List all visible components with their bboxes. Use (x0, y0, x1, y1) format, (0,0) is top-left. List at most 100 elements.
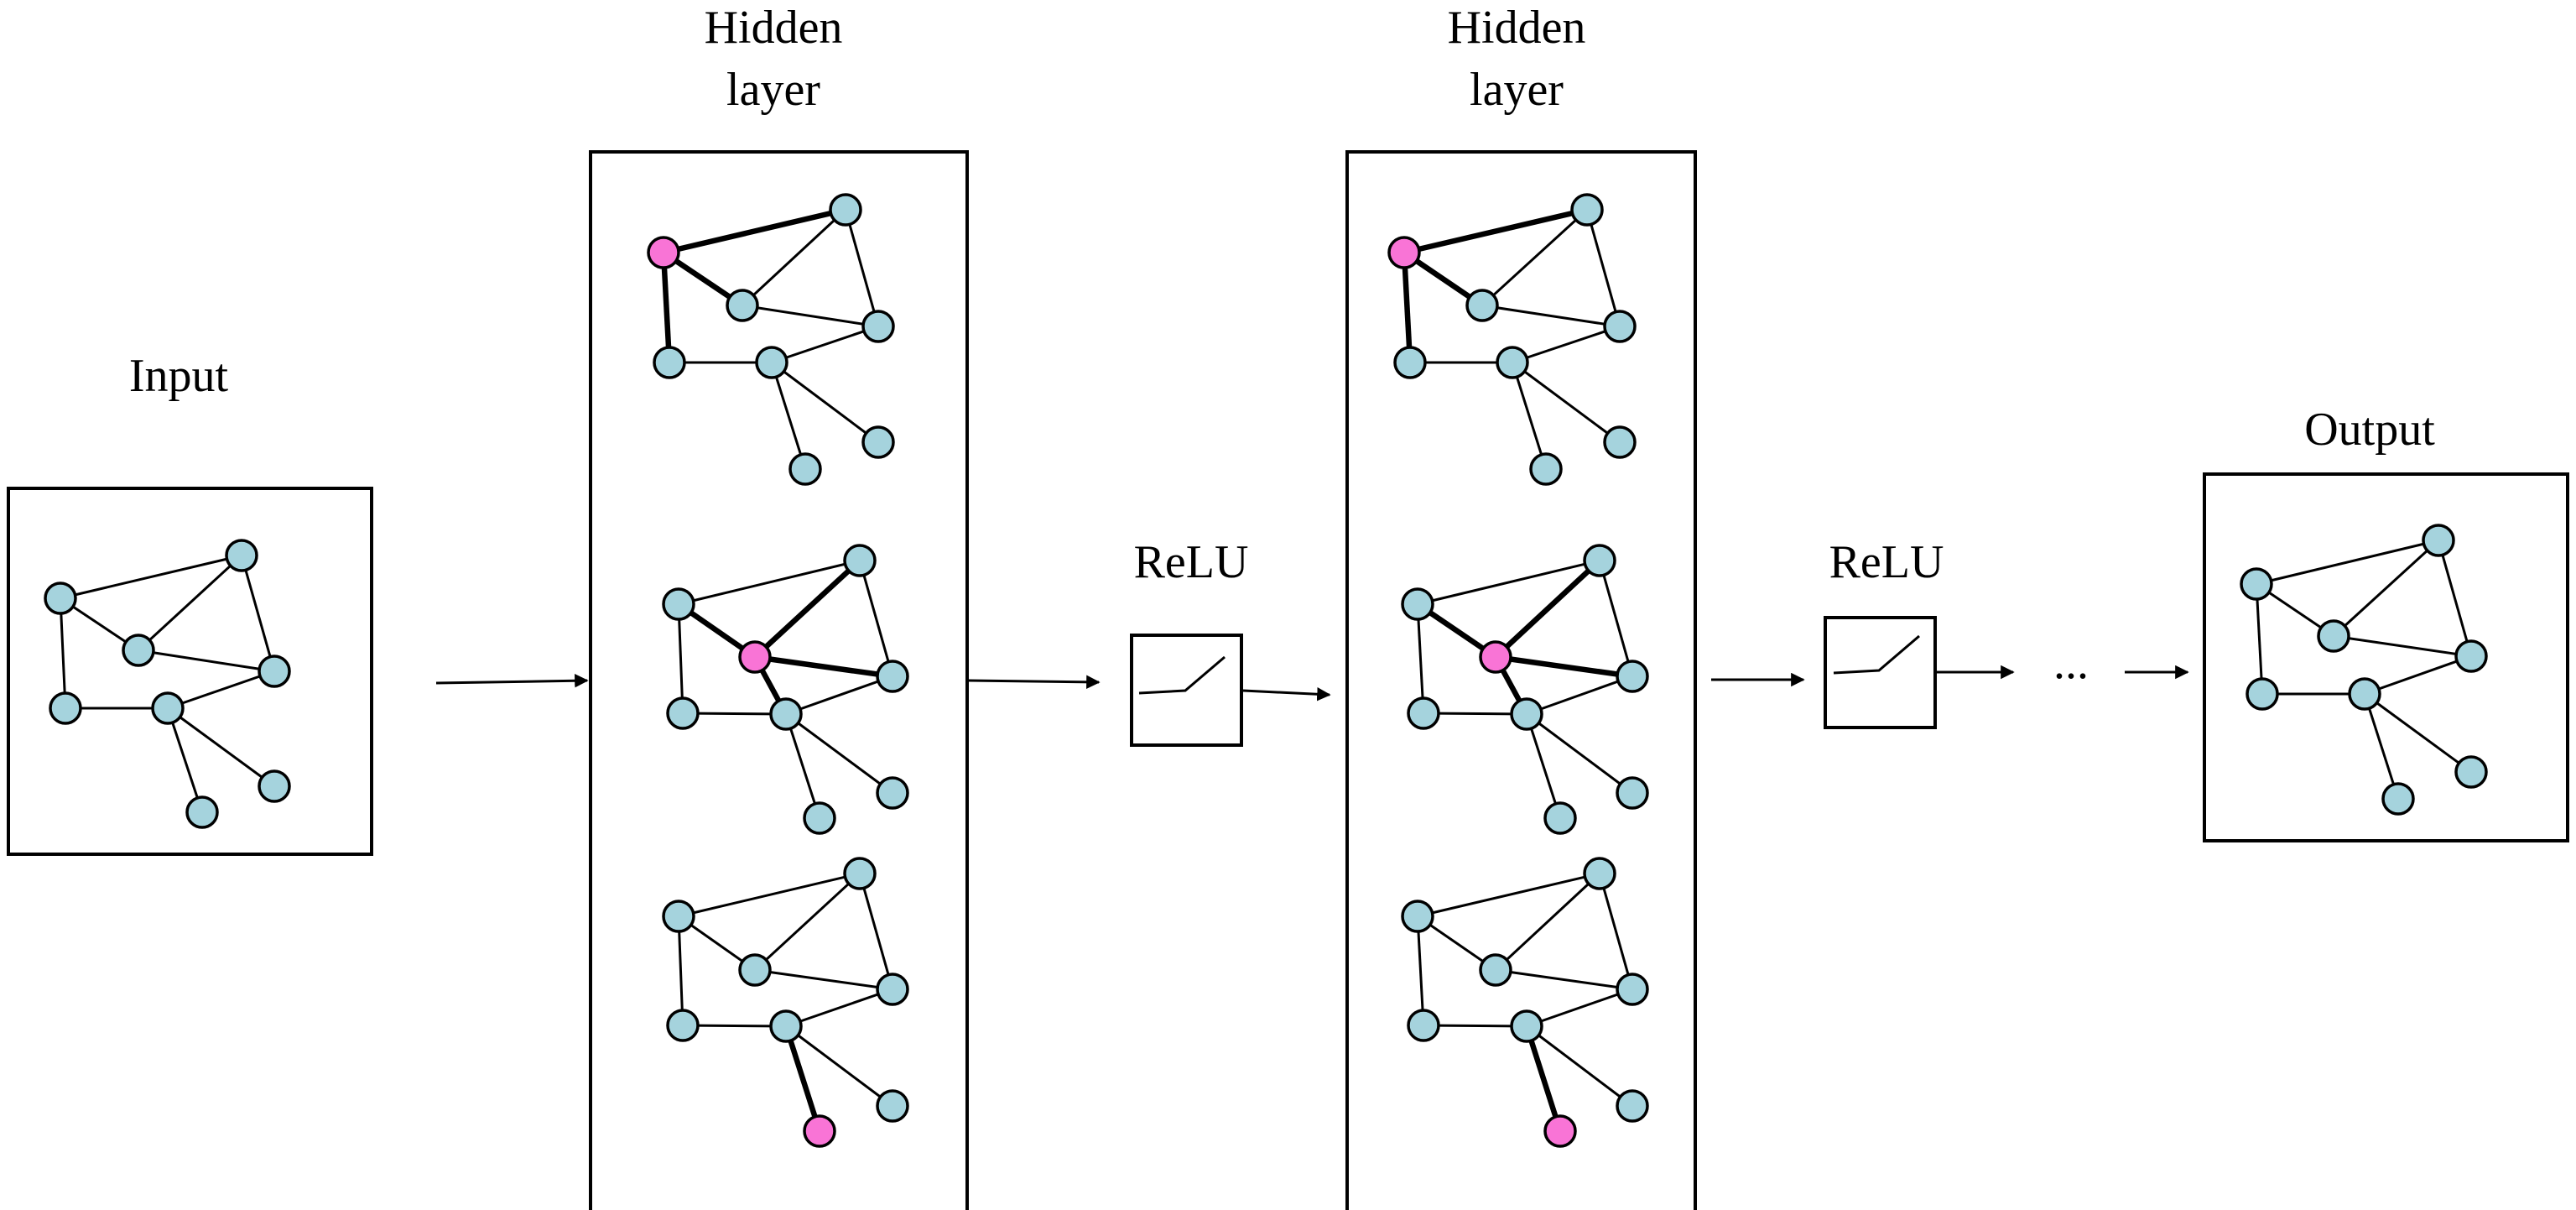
graph-edge-F-D (785, 675, 893, 716)
hidden-layer-2-box (1345, 150, 1697, 1210)
graph-node (803, 801, 836, 835)
graph-edge-B-C (2332, 539, 2440, 638)
graph-edge-B-D (844, 209, 880, 327)
graph-edge-C-D (1495, 654, 1633, 680)
graph-edge-C-D (742, 304, 879, 328)
graph-node (1407, 1009, 1440, 1042)
graph-edge-A-B (678, 872, 861, 918)
graph-node (861, 310, 895, 343)
graph-node (185, 795, 219, 829)
hidden-layer-2-graph-3 (1401, 857, 1649, 1148)
graph-node (769, 697, 803, 731)
graph-edge-E-F (682, 712, 787, 716)
graph-node (861, 425, 895, 459)
graph-node (2422, 524, 2455, 557)
hidden-layer-2-graph-1 (1387, 193, 1637, 486)
graph-node (738, 953, 772, 987)
relu-1-label: ReLU (1134, 536, 1249, 588)
hidden-layer-2-label-line2: layer (1470, 64, 1564, 116)
graph-edge-B-D (858, 560, 894, 677)
graph-node (1510, 697, 1543, 731)
graph-edge-F-H (1512, 361, 1621, 444)
graph-edge-A-E (2255, 583, 2264, 695)
graph-edge-F-G (784, 713, 821, 819)
graph-node (1570, 193, 1604, 227)
graph-node (1496, 346, 1529, 379)
input-label: Input (129, 350, 229, 402)
graph-node (662, 900, 695, 933)
output-label: Output (2304, 404, 2435, 456)
graph-edge-A-B (60, 554, 242, 600)
graph-edge-A-B (1403, 206, 1588, 256)
graph-edge-F-G (783, 1025, 823, 1132)
graph-edge-A-E (677, 915, 684, 1026)
graph-edge-A-E (677, 603, 684, 714)
input-box (7, 487, 373, 856)
graph-edge-B-D (1598, 873, 1634, 990)
graph-edge-C-D (1481, 304, 1621, 328)
relu-2-activation-icon (1833, 634, 1920, 675)
graph-node-highlighted (738, 640, 772, 674)
graph-node (44, 582, 77, 615)
arrow-hidden1-to-relu1 (968, 675, 1101, 690)
graph-edge-B-D (240, 555, 276, 672)
graph-node (876, 776, 909, 810)
graph-node (2454, 755, 2488, 789)
graph-edge-F-G (1523, 1025, 1564, 1132)
graph-edge-B-C (753, 872, 861, 972)
graph-edge-C-D (138, 649, 275, 673)
graph-node (662, 587, 695, 621)
graph-node (1401, 587, 1434, 621)
graph-edge-F-G (1511, 362, 1548, 470)
graph-node (1465, 289, 1499, 322)
graph-edge-C-D (754, 968, 893, 991)
graph-edge-F-D (2364, 655, 2472, 696)
hidden-layer-1-graph-1 (647, 193, 895, 486)
graph-edge-F-G (166, 707, 204, 813)
graph-edge-B-D (1585, 209, 1621, 327)
graph-edge-C-D (754, 654, 893, 680)
relu-2-box (1824, 616, 1937, 729)
graph-node (876, 660, 909, 693)
graph-edge-E-F (682, 1024, 787, 1028)
graph-edge-A-B (663, 206, 846, 256)
graph-node-highlighted (647, 236, 680, 269)
graph-edge-F-G (770, 362, 807, 470)
graph-edge-B-C (137, 554, 243, 652)
graph-edge-F-G (1525, 713, 1562, 819)
relu-1-activation-icon (1138, 655, 1226, 695)
graph-node (258, 655, 291, 688)
graph-edge-C-D (1495, 968, 1633, 991)
graph-edge-F-D (167, 670, 275, 710)
graph-edge-F-H (1526, 712, 1633, 795)
graph-node (2317, 619, 2350, 653)
graph-node-highlighted (1387, 236, 1421, 269)
ellipsis: ... (2053, 637, 2089, 689)
graph-edge-F-H (771, 361, 879, 444)
graph-node (843, 857, 877, 890)
graph-node (1616, 1089, 1649, 1123)
graph-edge-B-D (1598, 560, 1634, 677)
graph-node (1479, 953, 1512, 987)
graph-node (1401, 900, 1434, 933)
arrow-relu1-to-hidden2 (1242, 687, 1331, 701)
graph-edge-A-E (660, 252, 673, 363)
graph-node (1616, 973, 1649, 1006)
output-graph (2240, 524, 2488, 816)
graph-node (2454, 639, 2488, 673)
graph-edge-F-D (771, 325, 879, 364)
graph-node-highlighted (1543, 1114, 1577, 1148)
input-graph (44, 539, 291, 829)
graph-node (653, 346, 686, 379)
hidden-layer-1-label-line1: Hidden (705, 2, 843, 54)
graph-node (755, 346, 788, 379)
graph-edge-E-F (1423, 1024, 1527, 1028)
graph-edge-F-H (1526, 1025, 1633, 1108)
output-box (2203, 472, 2569, 842)
graph-node (2348, 677, 2381, 711)
graph-edge-F-H (785, 1025, 893, 1108)
graph-node (2240, 567, 2273, 601)
graph-edge-B-C (1481, 208, 1589, 307)
graph-edge-F-D (785, 988, 893, 1028)
